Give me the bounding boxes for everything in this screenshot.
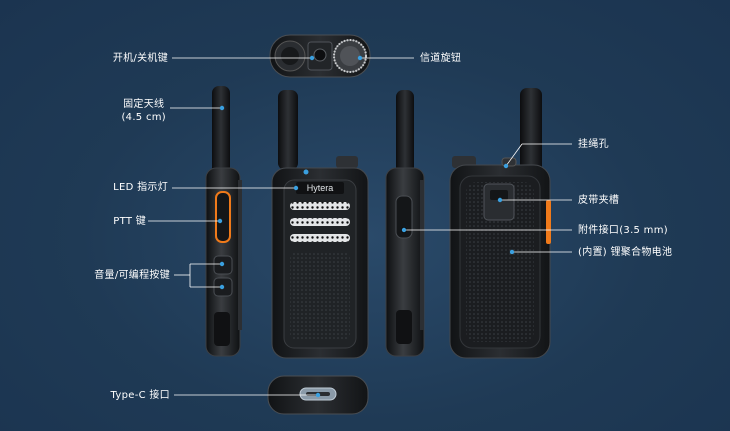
power-key-label: 开机/关机键 <box>112 53 168 64</box>
lanyard-hole-label: 挂绳孔 <box>578 139 609 150</box>
right-side-view <box>385 90 425 357</box>
antenna-label-line2: (4.5 cm) <box>121 112 166 123</box>
belt-clip-label: 皮带夹槽 <box>578 195 620 206</box>
volume-keys-label: 音量/可编程按键 <box>94 270 170 281</box>
battery-label: (内置) 锂聚合物电池 <box>578 247 673 258</box>
callout-lines <box>148 57 572 396</box>
led-label: LED 指示灯 <box>113 182 168 193</box>
callout-dots <box>217 55 515 398</box>
antenna-label-line1: 固定天线 <box>123 99 165 110</box>
brand-logo: Hytera <box>307 183 334 193</box>
top-view <box>269 34 371 78</box>
type-c-label: Type-C 接口 <box>110 390 170 401</box>
ptt-label: PTT 键 <box>113 216 146 227</box>
left-side-view <box>205 86 242 357</box>
channel-knob-label: 信道旋钮 <box>420 53 462 64</box>
front-view: Hytera <box>271 90 369 359</box>
accessory-jack-label: 附件接口(3.5 mm) <box>578 225 668 236</box>
antenna-label: 固定天线 (4.5 cm) <box>121 98 166 124</box>
back-view <box>449 88 551 359</box>
